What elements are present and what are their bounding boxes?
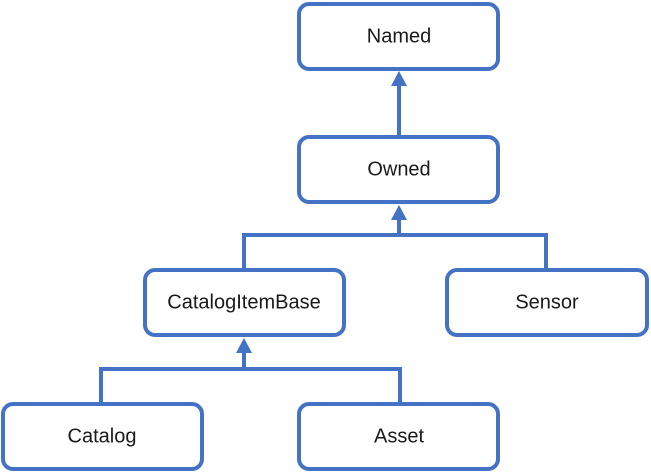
node-named: Named — [297, 2, 500, 71]
arrowhead-owned — [391, 205, 407, 220]
node-asset-label: Asset — [374, 426, 424, 448]
connector-catalog-asset-to-catalogitembase — [99, 352, 402, 403]
connector-catalogitembase-sensor-to-owned — [242, 219, 548, 268]
node-owned-label: Owned — [367, 159, 430, 181]
node-sensor-label: Sensor — [515, 292, 579, 314]
node-sensor: Sensor — [445, 268, 649, 337]
arrowhead-named — [391, 71, 407, 86]
node-owned: Owned — [297, 135, 500, 204]
node-catalogitembase-label: CatalogItemBase — [167, 292, 320, 314]
connectors — [99, 71, 548, 403]
arrowhead-catalogitembase — [236, 338, 252, 353]
node-catalogitembase: CatalogItemBase — [143, 268, 346, 337]
node-catalog-label: Catalog — [68, 426, 137, 448]
node-asset: Asset — [297, 402, 500, 471]
node-named-label: Named — [367, 26, 431, 48]
node-catalog: Catalog — [1, 402, 204, 471]
